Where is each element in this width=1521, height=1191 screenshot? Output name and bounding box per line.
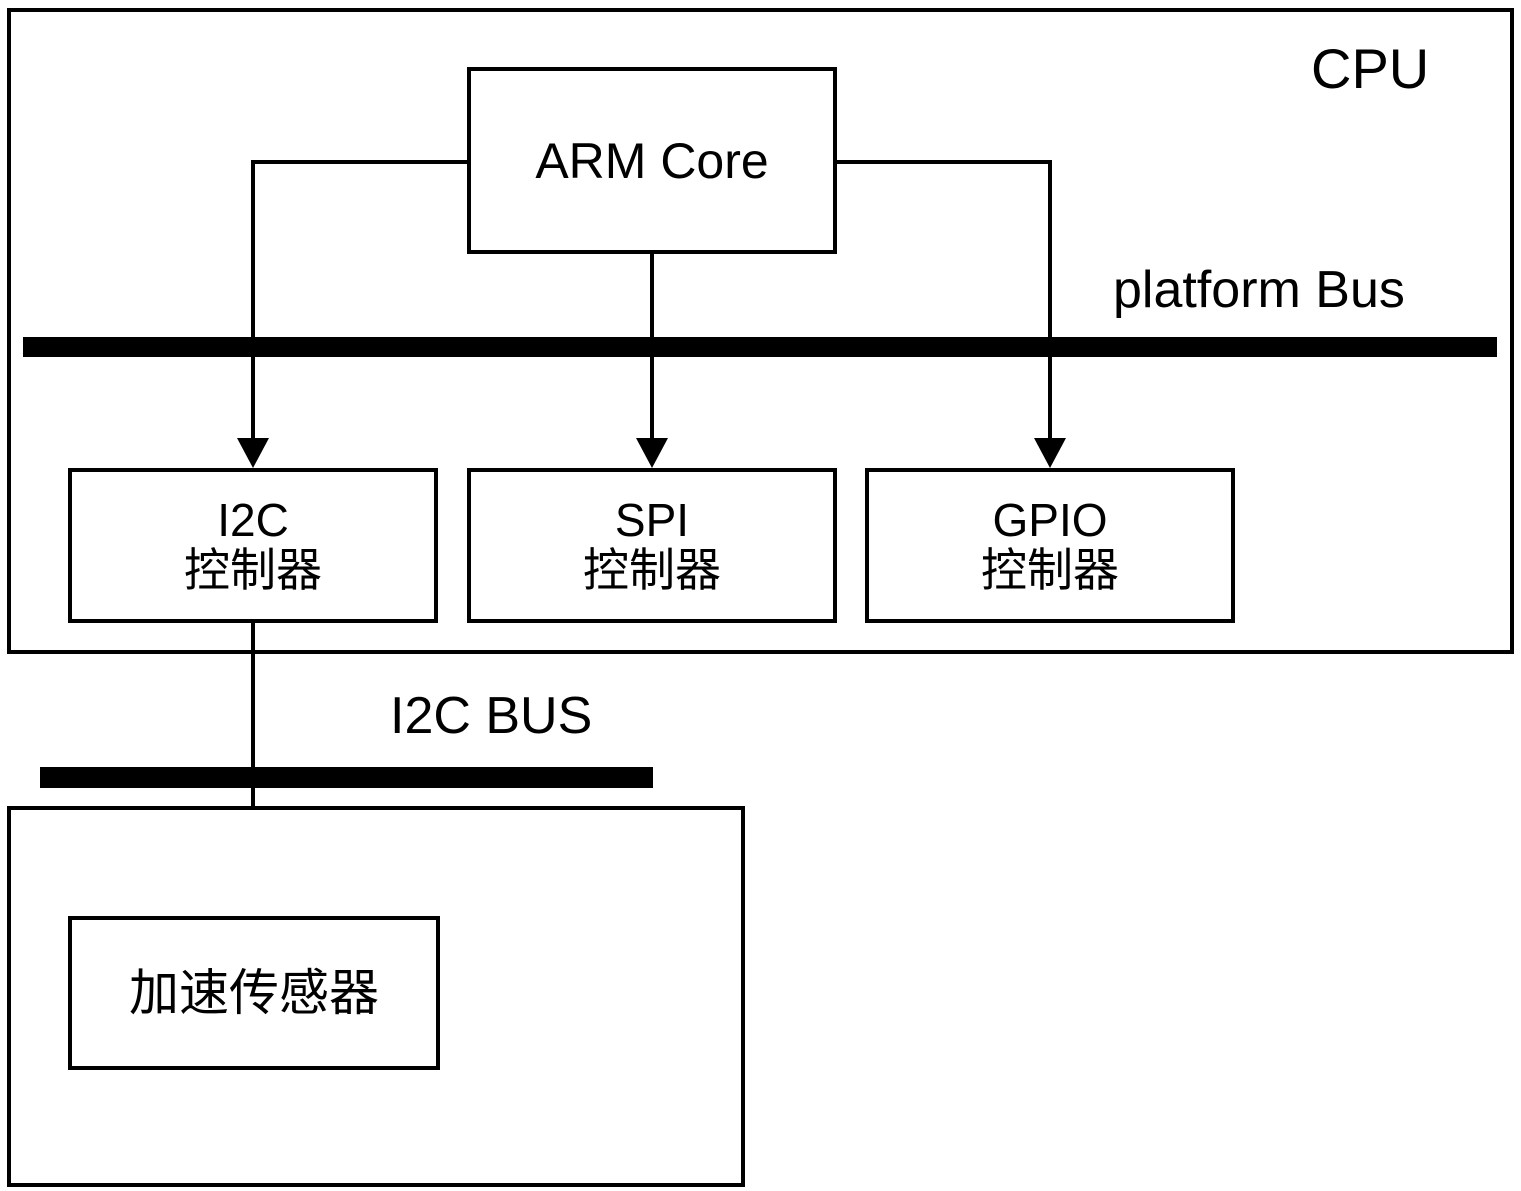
arrow-core-to-spi	[636, 438, 668, 468]
spi-controller-box[interactable]: SPI 控制器	[467, 468, 837, 623]
i2c-controller-label-line2: 控制器	[184, 543, 322, 596]
platform-bus-label: platform Bus	[1113, 261, 1405, 319]
arm-core-label: ARM Core	[535, 132, 769, 189]
i2c-bus-bar	[40, 767, 653, 788]
cpu-label: CPU	[1311, 37, 1430, 100]
i2c-bus-label: I2C BUS	[390, 687, 593, 745]
accelerometer-sensor-box[interactable]: 加速传感器	[68, 916, 440, 1070]
arm-core-box[interactable]: ARM Core	[467, 67, 837, 254]
wire-core-to-gpio-vertical	[1048, 160, 1052, 440]
gpio-controller-label-line1: GPIO	[992, 493, 1108, 546]
platform-bus-bar	[23, 337, 1497, 357]
arrow-core-to-gpio	[1034, 438, 1066, 468]
gpio-controller-box[interactable]: GPIO 控制器	[865, 468, 1235, 623]
wire-core-to-gpio-horizontal	[835, 160, 1052, 164]
i2c-controller-label-line1: I2C	[217, 493, 289, 546]
gpio-controller-label-line2: 控制器	[981, 543, 1119, 596]
wire-core-to-i2c-horizontal	[251, 160, 469, 164]
spi-controller-label-line1: SPI	[614, 493, 690, 546]
arrow-core-to-i2c	[237, 438, 269, 468]
i2c-controller-box[interactable]: I2C 控制器	[68, 468, 438, 623]
wire-i2c-to-sensor-vertical	[251, 620, 255, 888]
spi-controller-label-line2: 控制器	[583, 543, 721, 596]
wire-core-to-i2c-vertical	[251, 160, 255, 440]
accelerometer-sensor-label: 加速传感器	[129, 965, 379, 1021]
